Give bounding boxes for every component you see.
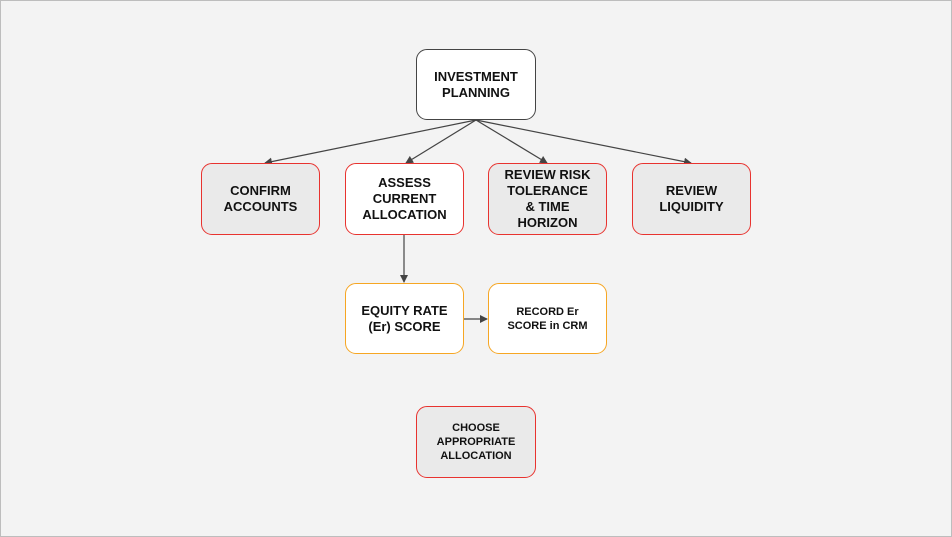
node-assess-current-allocation: ASSESS CURRENT ALLOCATION bbox=[345, 163, 464, 235]
node-investment-planning: INVESTMENT PLANNING bbox=[416, 49, 536, 120]
edge-root-liquidity bbox=[475, 119, 692, 166]
edge-root-risk bbox=[475, 119, 548, 164]
node-review-risk-tolerance: REVIEW RISK TOLERANCE & TIME HORIZON bbox=[488, 163, 607, 235]
node-choose-appropriate-allocation: CHOOSE APPROPRIATE ALLOCATION bbox=[416, 406, 536, 478]
node-confirm-accounts: CONFIRM ACCOUNTS bbox=[201, 163, 320, 235]
node-review-liquidity: REVIEW LIQUIDITY bbox=[632, 163, 751, 235]
node-record-er-score: RECORD Er SCORE in CRM bbox=[488, 283, 607, 354]
edge-root-confirm bbox=[264, 119, 477, 166]
edge-root-assess bbox=[405, 119, 477, 164]
node-equity-rate-score: EQUITY RATE (Er) SCORE bbox=[345, 283, 464, 354]
